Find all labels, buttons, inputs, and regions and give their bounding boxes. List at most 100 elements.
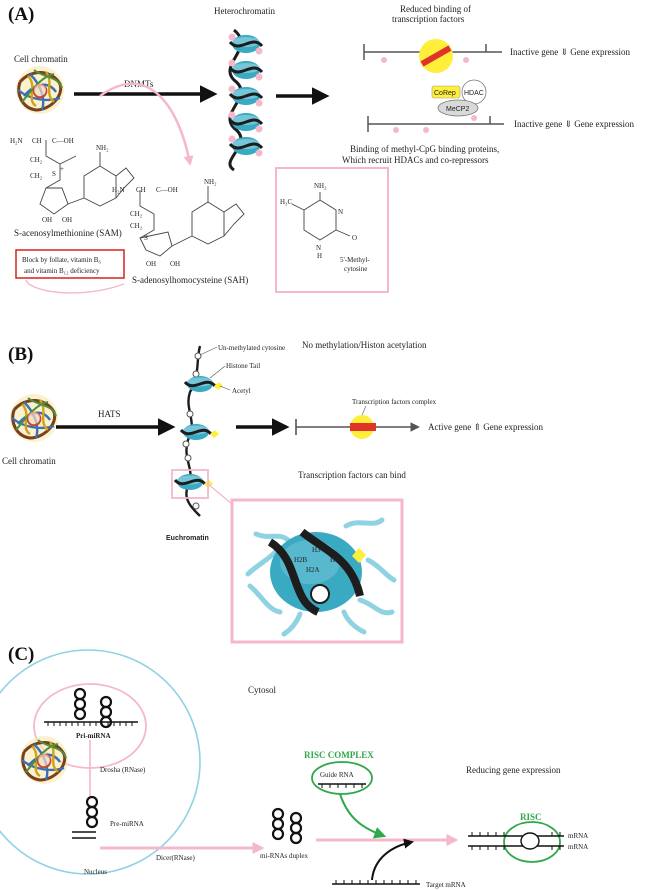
sah-label: S-adenosylhomocysteine (SAH) [132, 275, 248, 285]
risc-mrna-complex [468, 832, 564, 850]
zoomed-nucleosome [245, 517, 397, 637]
target-mrna-arrow [371, 838, 414, 881]
h2b-label: H2B [294, 556, 308, 564]
sam-to-sah-arrow [99, 82, 194, 166]
tf-complex-pointer [361, 405, 367, 416]
cell-chromatin-icon-c [18, 734, 70, 786]
guide-rna-label: Guide RNA [320, 771, 354, 779]
mirna-duplex-label: mi-RNAs duplex [260, 852, 309, 860]
pri-mirna-structure [44, 687, 138, 729]
sam-s: S [52, 170, 56, 178]
inactive-gene-label-2: Inactive gene ⇓ Gene expression [514, 119, 634, 129]
active-gene-label: Active gene ⇑ Gene expression [428, 422, 544, 432]
histone-tail-label: Histone Tail [226, 362, 260, 370]
sam-label: S-acenosylmethionine (SAM) [14, 228, 122, 238]
cytosol-label: Cytosol [248, 685, 277, 695]
inactive-gene-label-1: Inactive gene ⇓ Gene expression [510, 47, 630, 57]
cytosine-h3c: H₃C [280, 198, 292, 206]
sam-cooh: C—OH [52, 137, 74, 145]
cell-chromatin-label-b: Cell chromatin [2, 456, 56, 466]
reducing-label: Reducing gene expression [466, 765, 561, 775]
sam-plus: + [60, 165, 64, 173]
target-mrna-strand [332, 880, 420, 885]
binding-label-line1: Binding of methyl-CpG binding proteins, [350, 144, 499, 154]
methyl-cytosine-line2: cytosine [344, 265, 367, 273]
sam-ch: CH [32, 137, 42, 145]
risc-complex-ellipse [311, 761, 373, 795]
cell-chromatin-label-a: Cell chromatin [14, 54, 68, 64]
pri-mirna-label: Pri-miRNA [76, 732, 111, 740]
block-box [15, 249, 125, 279]
heterochromatin-label: Heterochromatin [214, 6, 275, 16]
heterochromatin-stack [227, 28, 264, 172]
panel-b: (B) Cell chromatin HATS Un-methylated cy… [2, 340, 544, 644]
cytosine-h: H [317, 252, 322, 260]
mrna-label-2: mRNA [568, 843, 588, 851]
euchromatin-label: Euchromatin [166, 535, 209, 542]
tf-can-bind-label: Transcription factors can bind [298, 470, 406, 480]
sah-cooh: C—OH [156, 186, 178, 194]
mecp2-label: MeCP2 [446, 106, 469, 113]
sah-oh-1: OH [146, 260, 156, 268]
methyl-cytosine-structure [291, 192, 351, 241]
acetyl-label: Acetyl [232, 387, 251, 395]
reduced-binding-line2: transcription factors [392, 14, 465, 24]
panel-a: (A) Cell chromatin DNMTs Heterochromatin… [8, 4, 634, 294]
hats-label: HATS [98, 409, 121, 419]
risc-complex-label: RISC COMPLEX [304, 750, 374, 760]
panel-b-label: (B) [8, 344, 33, 365]
sah-s: S [144, 234, 148, 242]
sah-structure [139, 186, 245, 257]
risc-label: RISC [520, 812, 542, 822]
corep-label: CoRep [434, 90, 456, 97]
sam-ch2-2: CH₂ [30, 172, 43, 180]
panel-a-label: (A) [8, 4, 34, 25]
methyl-cytosine-line1: 5'-Methyl- [340, 256, 370, 264]
drosha-label: Drosha (RNase) [100, 766, 146, 774]
panel-c: (C) Cytosol Pri-miRNA Drosha (RNase) Pre… [0, 644, 588, 889]
target-mrna-label: Target mRNA [426, 881, 466, 889]
block-curve [25, 279, 125, 294]
pre-mirna-structure [72, 795, 99, 839]
sah-ch2-1: CH₂ [130, 210, 143, 218]
sam-h2n: H₂N [10, 137, 23, 145]
nucleus-circle [0, 649, 201, 875]
acetyl-pointer [219, 385, 231, 391]
sam-structure [39, 140, 135, 215]
cytosine-n2: N [316, 244, 321, 252]
methyl-cytosine-box [275, 167, 389, 293]
unmethylated-cytosine-label: Un-methylated cytosine [218, 344, 285, 352]
zoom-connector [207, 483, 233, 505]
mirna-duplex-structure [271, 807, 303, 845]
sam-nh2: NH₂ [96, 144, 109, 152]
sam-oh-2: OH [62, 216, 72, 224]
cell-chromatin-icon-b [8, 392, 60, 444]
reduced-binding-line1: Reduced binding of [400, 4, 471, 14]
cytosine-nh2: NH₂ [314, 182, 327, 190]
risc-to-target-arrow [339, 793, 387, 839]
sah-oh-2: OH [170, 260, 180, 268]
h3-label: H3 [312, 546, 321, 554]
guide-rna-strand [318, 783, 366, 788]
dicer-label: Dicer(RNase) [156, 854, 196, 862]
inactive-gene-strand-1 [363, 39, 502, 73]
risc-ellipse [503, 821, 561, 863]
block-line1: Block by follate, vitamin B₆ [22, 256, 101, 264]
mrna-label-1: mRNA [568, 832, 588, 840]
block-line2: and vitamin B₁₂ deficiency [24, 267, 100, 275]
cytosine-n: N [338, 208, 343, 216]
histone-tail-pointer [209, 365, 226, 379]
sam-ch2-1: CH₂ [30, 156, 43, 164]
binding-label-line2: Which recruit HDACs and co-repressors [342, 155, 489, 165]
h2a-label: H2A [306, 566, 320, 574]
inactive-gene-strand-2 [367, 115, 504, 133]
unmethylated-pointer [199, 346, 218, 356]
sah-h2n: H₂N [112, 186, 125, 194]
hdac-label: HDAC [464, 90, 484, 97]
panel-c-label: (C) [8, 644, 34, 665]
active-gene-strand [295, 415, 420, 439]
sah-ch: CH [136, 186, 146, 194]
cytosine-o: O [352, 234, 357, 242]
no-methylation-label: No methylation/Histon acetylation [302, 340, 427, 350]
